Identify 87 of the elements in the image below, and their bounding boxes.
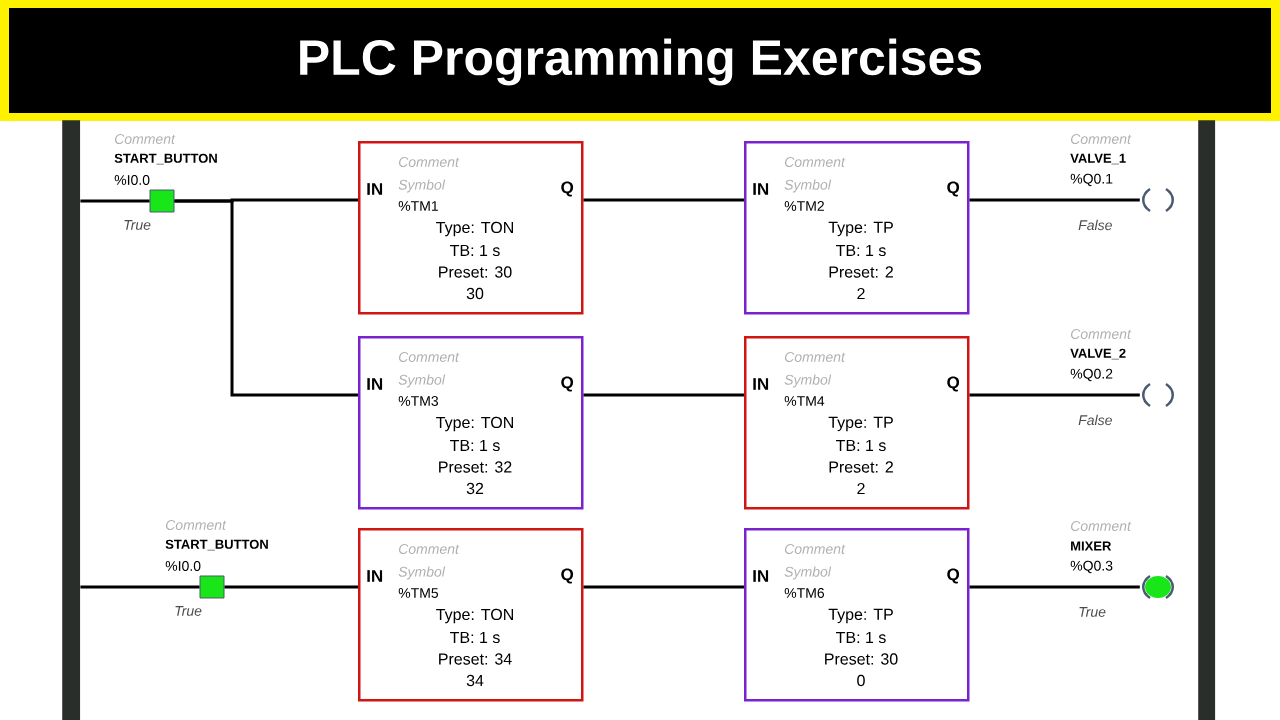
tag-name: START_BUTTON <box>114 153 217 165</box>
comment-label: Comment <box>166 520 227 530</box>
state-label: False <box>1078 414 1112 426</box>
symbol-label: Symbol <box>398 374 446 388</box>
comment-label: Comment <box>784 544 846 554</box>
rung-wire <box>969 393 1140 397</box>
timer-name: %TM2 <box>784 201 824 211</box>
power-rail <box>1198 120 1216 720</box>
pin-label: Q <box>947 181 960 197</box>
state-label: True <box>175 606 202 616</box>
state-label: True <box>1079 607 1106 617</box>
comment-label: Comment <box>784 157 846 167</box>
parameter-label: 30 <box>466 287 484 300</box>
rung-wire <box>969 585 1140 589</box>
comment-label: Comment <box>1070 134 1132 144</box>
rung-wire <box>583 585 744 589</box>
pin-label: Q <box>561 568 574 584</box>
parameter-label: 2 <box>857 482 865 495</box>
comment-label: Comment <box>1070 521 1132 531</box>
comment-label: Comment <box>399 544 460 554</box>
parameter-label: Type: TON <box>436 416 513 432</box>
rung-wire <box>80 199 150 203</box>
parameter-label: 32 <box>466 482 484 495</box>
tag-name: VALVE_1 <box>1070 153 1126 165</box>
parameter-label: Preset: 30 <box>825 653 898 665</box>
state-label: True <box>124 220 151 230</box>
pin-label: IN <box>753 570 769 582</box>
symbol-label: Symbol <box>784 179 832 193</box>
title-banner: PLC Programming Exercises <box>0 0 1280 121</box>
comment-label: Comment <box>399 352 460 362</box>
pin-label: Q <box>947 568 960 584</box>
parameter-label: Preset: 32 <box>439 461 512 473</box>
parameter-label: 0 <box>857 674 865 687</box>
state-label: False <box>1078 219 1112 231</box>
tag-name: MIXER <box>1071 541 1112 551</box>
parameter-label: Type: TP <box>828 221 893 237</box>
comment-label: Comment <box>784 352 846 362</box>
pin-label: Q <box>947 376 960 392</box>
address-label: %Q0.3 <box>1070 560 1113 574</box>
pin-label: IN <box>367 570 383 582</box>
pin-label: IN <box>367 183 383 195</box>
parameter-label: TB: 1 s <box>450 631 500 644</box>
rung-wire <box>583 198 744 202</box>
timer-name: %TM3 <box>398 396 439 406</box>
comment-label: Comment <box>1070 329 1132 339</box>
address-label: %Q0.2 <box>1070 368 1113 382</box>
parameter-label: TB: 1 s <box>450 439 500 452</box>
parameter-label: Preset: 30 <box>439 266 512 278</box>
parameter-label: Type: TON <box>436 221 513 237</box>
comment-label: Comment <box>399 157 460 167</box>
address-label: %I0.0 <box>165 561 201 571</box>
parameter-label: Type: TP <box>828 608 893 624</box>
parameter-label: 2 <box>857 287 865 300</box>
symbol-label: Symbol <box>784 374 832 388</box>
parameter-label: Preset: 2 <box>829 461 893 473</box>
symbol-label: Symbol <box>398 179 446 193</box>
pin-label: IN <box>753 378 769 390</box>
parameter-label: Type: TON <box>436 608 513 624</box>
timer-name: %TM5 <box>398 588 439 598</box>
parameter-label: Type: TP <box>828 416 893 432</box>
parameter-label: Preset: 34 <box>439 653 512 665</box>
symbol-label: Symbol <box>398 566 446 580</box>
parameter-label: TB: 1 s <box>836 439 886 452</box>
parameter-label: Preset: 2 <box>829 266 893 278</box>
pin-label: Q <box>561 376 574 392</box>
parameter-label: 34 <box>466 674 484 687</box>
address-label: %Q0.1 <box>1070 173 1113 187</box>
timer-name: %TM1 <box>398 201 438 211</box>
pin-label: IN <box>367 378 383 390</box>
tag-name: START_BUTTON <box>165 539 268 551</box>
rung-wire <box>224 585 358 589</box>
symbol-label: Symbol <box>784 566 832 580</box>
comment-label: Comment <box>115 134 176 144</box>
timer-name: %TM4 <box>784 396 825 406</box>
rung-wire <box>969 198 1140 202</box>
timer-name: %TM6 <box>784 588 825 598</box>
tag-name: VALVE_2 <box>1070 348 1126 360</box>
parameter-label: TB: 1 s <box>836 244 886 257</box>
address-label: %I0.0 <box>114 175 150 185</box>
pin-label: IN <box>753 183 769 195</box>
parameter-label: TB: 1 s <box>836 631 886 644</box>
parameter-label: TB: 1 s <box>450 244 500 257</box>
power-rail <box>62 120 81 720</box>
rung-wire <box>174 199 358 397</box>
rung-wire <box>583 393 744 397</box>
pin-label: Q <box>561 181 574 197</box>
rung-wire <box>80 585 200 589</box>
